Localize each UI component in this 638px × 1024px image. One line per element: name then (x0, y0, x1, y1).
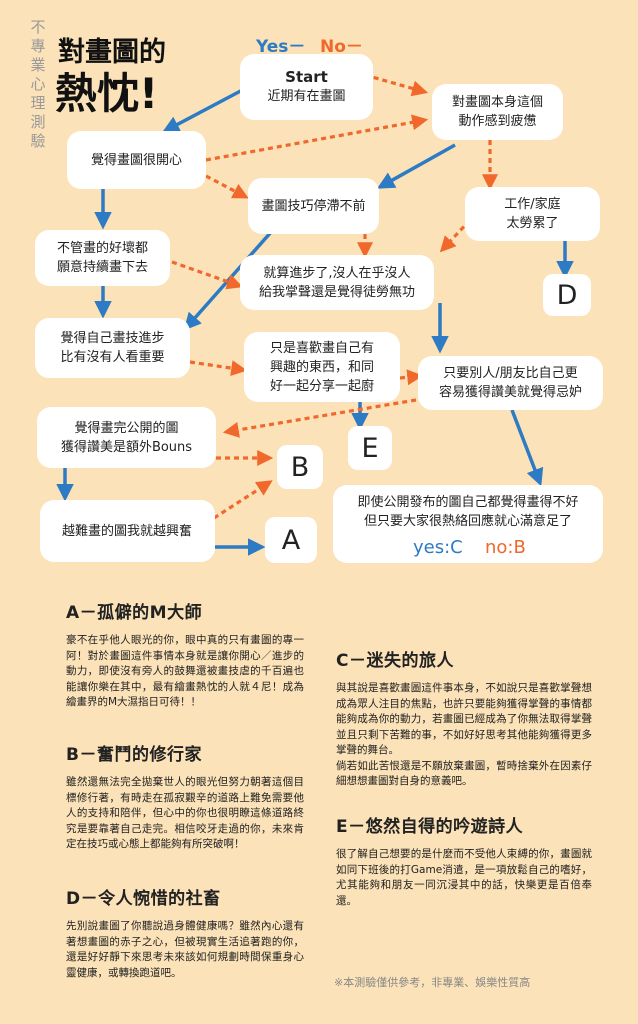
node-like: 只是喜歡畫自己有 興趣的東西，和同 好一起分享一起廚 (244, 332, 400, 402)
arrow-no (205, 114, 429, 162)
vertical-tag: 不專業心理測驗 (30, 18, 46, 150)
node-envy: 只要別人/朋友比自己更 容易獲得讚美就覺得忌妒 (418, 356, 603, 410)
result-d: D (543, 274, 591, 316)
section-e-title: E－悠然自得的吟遊詩人 (336, 817, 524, 837)
section-e-body: 很了解自己想要的是什麼而不受他人束縛的你，畫圖就如同下班後的打Game消遣，是一… (336, 848, 592, 907)
section-c-title: C－迷失的旅人 (336, 651, 454, 671)
arrow-no (439, 218, 472, 253)
start-title: Start (285, 68, 328, 86)
section-d-title: D－令人惋惜的社畜 (66, 889, 221, 909)
start-node: Start 近期有在畫圖 (240, 54, 373, 120)
node-bonus: 覺得畫完公開的圖 獲得讚美是額外Bouns (37, 407, 216, 468)
node-harder: 越難畫的圖我就越興奮 (40, 500, 215, 562)
arrow-no (364, 73, 429, 97)
title-line2: 熱忱! (55, 69, 159, 118)
section-c: C－迷失的旅人 與其說是喜歡畫圖這件事本身，不如說只是喜歡掌聲想成為眾人注目的焦… (336, 646, 592, 790)
arrow-no (213, 480, 273, 520)
title-line1: 對畫圖的 (58, 37, 166, 68)
node-improve: 覺得自己畫技進步 比有沒有人看重要 (35, 318, 190, 378)
arrow-no (399, 369, 424, 386)
arrow-no (205, 174, 249, 199)
answer-yes-c: yes:C (413, 537, 463, 558)
node-progress: 就算進步了,沒人在乎沒人 給我掌聲還是覺得徒勞無功 (240, 255, 434, 310)
arrow-no (171, 260, 244, 290)
section-b-title: B－奮鬥的修行家 (66, 745, 202, 765)
section-a-body: 豪不在乎他人眼光的你，眼中真的只有畫圖的專一阿！對於畫圖這件事情本身就是讓你開心… (66, 634, 304, 708)
node-public: 即使公開發布的圖自己都覺得畫得不好 但只要大家很熱絡回應就心滿意足了 (333, 485, 603, 563)
node-happy: 覺得畫圖很開心 (67, 131, 206, 189)
section-c-body: 與其說是喜歡畫圖這件事本身，不如說只是喜歡掌聲想成為眾人注目的焦點，也許只要能夠… (336, 682, 592, 787)
result-a: A (265, 517, 317, 563)
section-b-body: 雖然還無法完全拋棄世人的眼光但努力朝著這個目標修行著，有時走在孤寂艱辛的道路上難… (66, 776, 304, 850)
answer-no-b: no:B (485, 537, 526, 558)
arrow-yes (161, 84, 251, 133)
result-e: E (348, 426, 392, 470)
node-keep: 不管畫的好壞都 願意持續畫下去 (35, 230, 170, 286)
result-b: B (277, 445, 323, 489)
legend-yes: Yes－ (256, 37, 306, 57)
node-work: 工作/家庭 太勞累了 (465, 187, 600, 241)
legend-no: No－ (320, 37, 363, 57)
arrow-yes (376, 143, 456, 189)
arrow-yes (510, 409, 544, 487)
arrow-no (189, 360, 248, 377)
section-a-title: A－孤僻的M大師 (66, 603, 203, 623)
section-d: D－令人惋惜的社畜 先別說畫圖了你聽說過身體健康嗎？雖然內心還有著想畫圖的赤子之… (66, 884, 304, 981)
start-subtitle: 近期有在畫圖 (267, 89, 346, 104)
section-a: A－孤僻的M大師 豪不在乎他人眼光的你，眼中真的只有畫圖的專一阿！對於畫圖這件事… (66, 598, 304, 711)
flow-arrows (56, 73, 574, 556)
node-tired: 對畫圖本身這個 動作感到疲憊 (432, 84, 563, 140)
node-stuck: 畫圖技巧停滯不前 (248, 178, 379, 234)
section-b: B－奮鬥的修行家 雖然還無法完全拋棄世人的眼光但努力朝著這個目標修行著，有時走在… (66, 740, 304, 853)
section-e: E－悠然自得的吟遊詩人 很了解自己想要的是什麼而不受他人束縛的你，畫圖就如同下班… (336, 812, 592, 909)
section-d-body: 先別說畫圖了你聽說過身體健康嗎？雖然內心還有著想畫圖的赤子之心，但被現實生活追著… (66, 920, 304, 979)
footer-note: ※本測驗僅供參考，非專業、娛樂性質高 (334, 976, 531, 989)
